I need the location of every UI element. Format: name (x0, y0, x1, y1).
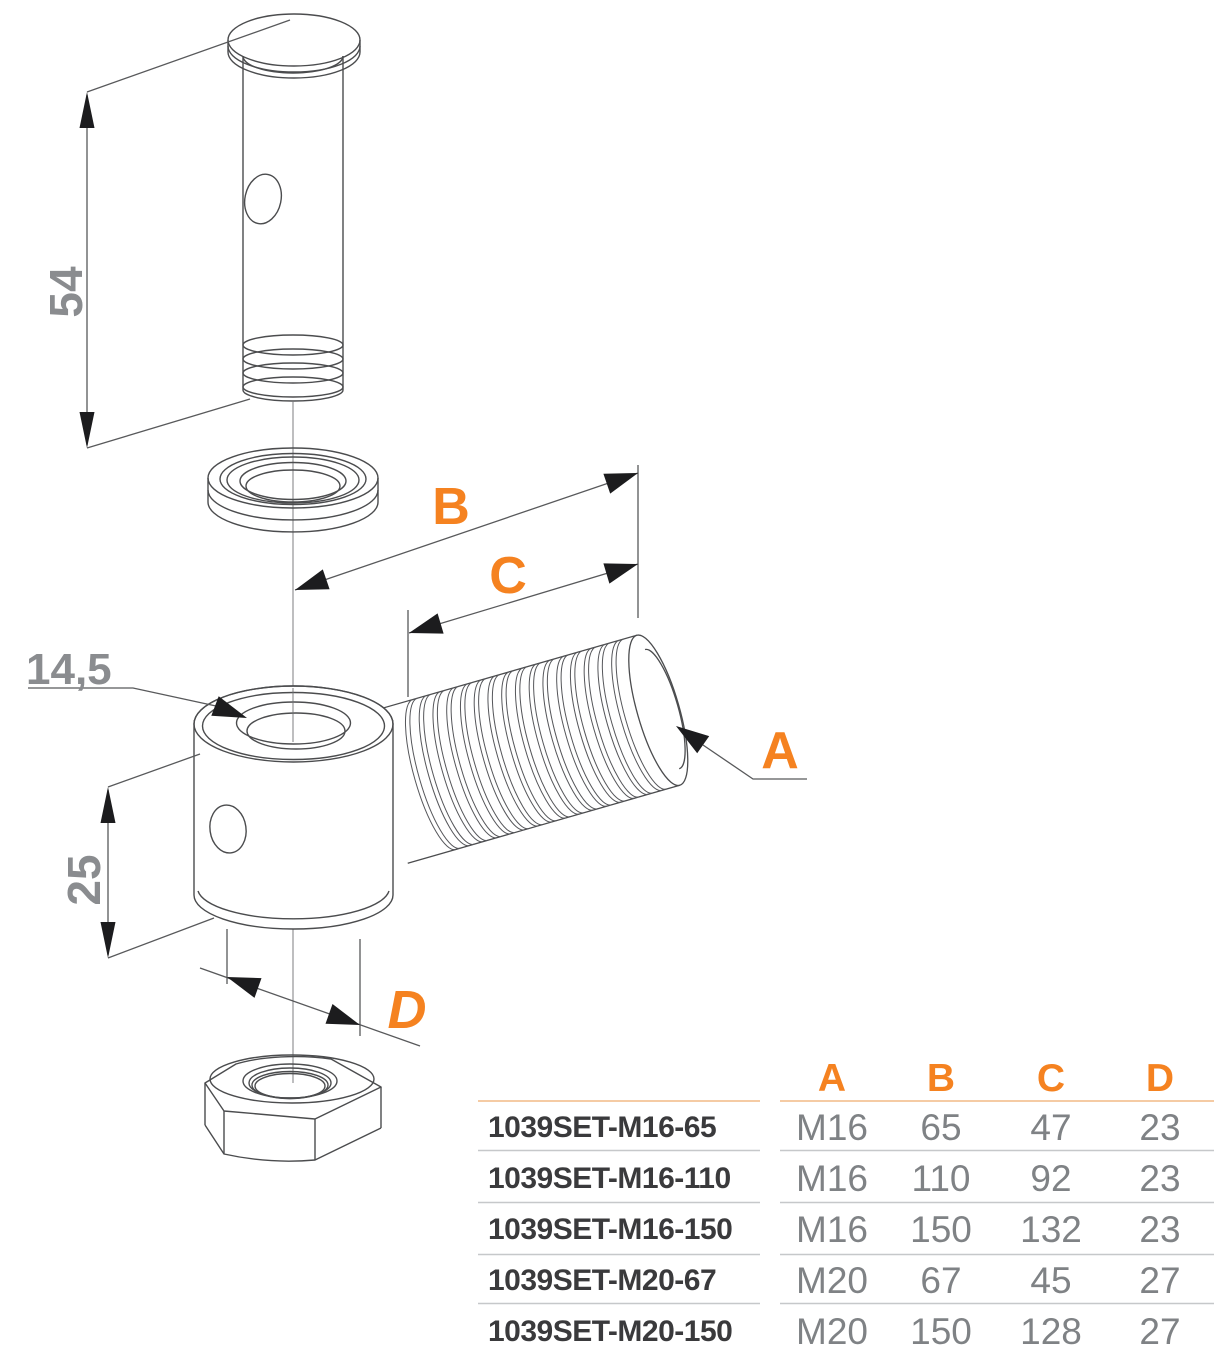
hex-nut-drawing (204, 1054, 382, 1162)
bore-diameter-value: 14,5 (26, 645, 112, 694)
thread-crests (404, 638, 667, 851)
dimension-lines (28, 19, 807, 1047)
leader-14-5 (28, 687, 247, 718)
dimension-d (199, 929, 421, 1047)
threaded-rod-drawing (364, 634, 689, 864)
value-d: 23 (1139, 1208, 1181, 1250)
pin-length-value: 54 (40, 266, 92, 318)
value-b: 150 (910, 1208, 972, 1250)
part-number: 1039SET-M16-65 (488, 1110, 717, 1144)
table-rules (478, 1100, 1214, 1305)
value-d: 23 (1139, 1106, 1181, 1148)
value-a: M16 (796, 1208, 868, 1250)
value-d: 27 (1139, 1310, 1181, 1352)
dim-label-a: A (761, 722, 799, 780)
eye-body-drawing (193, 685, 394, 930)
value-a: M20 (796, 1310, 868, 1352)
col-header-d: D (1145, 1056, 1175, 1100)
part-number: 1039SET-M16-150 (488, 1212, 733, 1246)
value-b: 67 (920, 1259, 962, 1301)
part-number: 1039SET-M20-67 (488, 1263, 717, 1297)
value-c: 45 (1030, 1259, 1072, 1301)
dim-label-b: B (432, 478, 470, 536)
eye-bore-hole (235, 701, 352, 745)
value-c: 128 (1020, 1310, 1082, 1352)
value-b: 65 (920, 1106, 962, 1148)
dimension-25 (100, 753, 215, 959)
value-c: 132 (1020, 1208, 1082, 1250)
dimension-54 (79, 19, 291, 449)
spec-table: A B C D 1039SET-M16-65 M16 65 47 23 1039… (478, 1055, 1214, 1357)
part-number: 1039SET-M20-150 (488, 1314, 733, 1348)
value-c: 47 (1030, 1106, 1072, 1148)
eye-side-hole (209, 804, 247, 854)
value-c: 92 (1030, 1157, 1072, 1199)
col-header-a: A (817, 1056, 847, 1100)
washer-drawing (207, 447, 379, 533)
col-header-b: B (926, 1056, 956, 1100)
value-b: 110 (911, 1157, 971, 1199)
pin-drawing (227, 13, 361, 402)
value-a: M16 (796, 1157, 868, 1199)
dimension-b (294, 465, 639, 618)
pin-cross-hole (243, 173, 283, 225)
value-a: M20 (796, 1259, 868, 1301)
dimension-c (407, 563, 639, 697)
value-d: 27 (1139, 1259, 1181, 1301)
leader-a (676, 726, 807, 780)
value-a: M16 (796, 1106, 868, 1148)
value-b: 150 (910, 1310, 972, 1352)
table-corner-spacer (478, 1055, 778, 1102)
col-header-c: C (1036, 1056, 1066, 1100)
part-number: 1039SET-M16-110 (488, 1161, 731, 1195)
body-height-value: 25 (58, 854, 110, 906)
value-d: 23 (1139, 1157, 1181, 1199)
dim-label-c: C (489, 547, 527, 605)
dim-label-d: D (387, 980, 427, 1040)
